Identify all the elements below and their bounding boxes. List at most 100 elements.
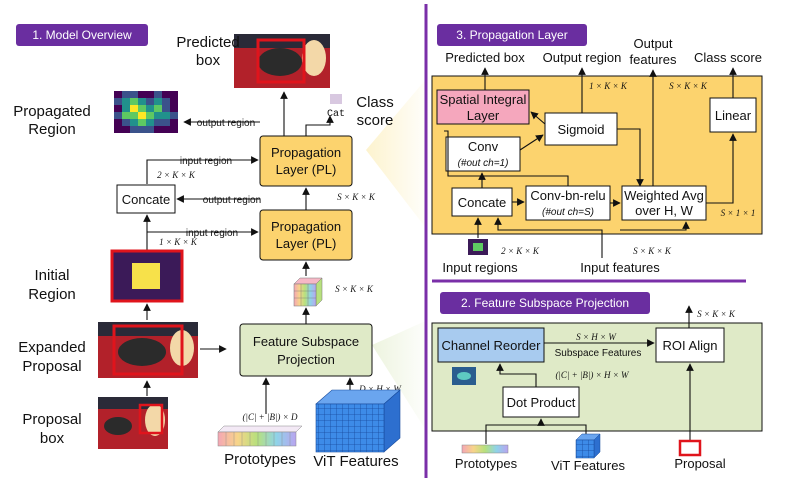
sigmoid-box bbox=[544, 112, 618, 146]
proposal-box-label-2: box bbox=[40, 430, 65, 447]
linear-label: Linear bbox=[715, 108, 752, 123]
heatmap-cell bbox=[122, 119, 130, 126]
dim-skk-overview-2: S × K × K bbox=[335, 284, 374, 294]
pl-dim-s11: S × 1 × 1 bbox=[721, 208, 756, 218]
heatmap-cell bbox=[138, 112, 146, 119]
heatmap-cell bbox=[114, 98, 122, 105]
model-overview-panel: 1. Model Overview Predicted box Cat Clas… bbox=[13, 24, 402, 470]
predicted-box-label-2: box bbox=[196, 52, 221, 69]
vit-feature-cube-small bbox=[293, 277, 323, 307]
heatmap-cell bbox=[170, 112, 178, 119]
heatmap-cell bbox=[154, 126, 162, 133]
heatmap-cell bbox=[122, 105, 130, 112]
heatmap-cell bbox=[146, 98, 154, 105]
pl-output-features-label-1: Output bbox=[633, 36, 672, 51]
dim-1kk-overview: 1 × K × K bbox=[159, 237, 198, 247]
heatmap-cell bbox=[130, 112, 138, 119]
fsp-dim-cbhw: (|C| + |B|) × H × W bbox=[555, 370, 630, 380]
propagated-region-label-1: Propagated bbox=[13, 103, 91, 120]
channel-reorder-box bbox=[437, 327, 545, 363]
spatial-integral-layer-box bbox=[436, 89, 530, 125]
spatial-integral-label-2: Layer bbox=[467, 108, 500, 123]
conv-label-1: Conv bbox=[468, 139, 499, 154]
conv-bn-relu-label-2: (#out ch=S) bbox=[542, 207, 594, 218]
heatmap-cell bbox=[114, 126, 122, 133]
dim-2kk-overview: 2 × K × K bbox=[157, 170, 196, 180]
pl-output-features-label-2: features bbox=[630, 52, 677, 67]
propagation-layer-bottom bbox=[259, 209, 353, 261]
conv-box bbox=[445, 136, 521, 172]
heatmap-cell bbox=[162, 91, 170, 98]
heatmap-cell bbox=[122, 126, 130, 133]
linear-box bbox=[709, 97, 757, 133]
weighted-avg-box bbox=[621, 185, 707, 221]
heatmap-cell bbox=[146, 91, 154, 98]
propagation-title: 3. Propagation Layer bbox=[456, 28, 567, 42]
heatmap-cell bbox=[162, 98, 170, 105]
pl-top-label-1: Propagation bbox=[271, 145, 341, 160]
prototypes-icon-small bbox=[461, 444, 509, 454]
pl-dim-2kk: 2 × K × K bbox=[501, 246, 540, 256]
pl-dim-skk-in: S × K × K bbox=[633, 246, 672, 256]
proposal-box-image bbox=[98, 397, 168, 449]
cat-label: Cat bbox=[327, 109, 345, 120]
proposal-label-fsp: Proposal bbox=[674, 456, 725, 471]
heatmap-cell bbox=[130, 91, 138, 98]
vit-features-label-overview: ViT Features bbox=[313, 453, 398, 470]
input-regions-icon bbox=[468, 239, 488, 255]
pl-top-label-2: Layer (PL) bbox=[276, 162, 337, 177]
roi-align-label: ROI Align bbox=[663, 338, 718, 353]
pl-predicted-box-label: Predicted box bbox=[445, 50, 525, 65]
heatmap-cell bbox=[114, 105, 122, 112]
input-region-label-top: input region bbox=[180, 156, 232, 167]
overview-title: 1. Model Overview bbox=[32, 28, 132, 42]
heatmap-cell bbox=[170, 98, 178, 105]
propagation-layer-panel: 3. Propagation Layer Predicted box Outpu… bbox=[431, 24, 763, 275]
input-features-label: Input features bbox=[580, 260, 660, 275]
fsp-dim-shw: S × H × W bbox=[576, 332, 617, 342]
predicted-box-label-1: Predicted bbox=[176, 34, 239, 51]
heatmap-cell bbox=[122, 112, 130, 119]
conv-label-2: (#out ch=1) bbox=[458, 158, 509, 169]
heatmap-cell bbox=[146, 119, 154, 126]
prototypes-label-overview: Prototypes bbox=[224, 451, 296, 468]
heatmap-cell bbox=[154, 105, 162, 112]
heatmap-cell bbox=[138, 105, 146, 112]
fsp-label-2: Projection bbox=[277, 352, 335, 367]
concate-box-pl bbox=[451, 187, 513, 217]
expanded-proposal-label-1: Expanded bbox=[18, 339, 86, 356]
heatmap-cell bbox=[130, 126, 138, 133]
concate-label-pl: Concate bbox=[458, 195, 506, 210]
heatmap-cell bbox=[122, 98, 130, 105]
overview-title-badge bbox=[16, 24, 148, 46]
input-regions-label: Input regions bbox=[442, 260, 518, 275]
heatmap-cell bbox=[130, 105, 138, 112]
pl-dim-1kk: 1 × K × K bbox=[589, 81, 628, 91]
zoom-cone-propagation bbox=[366, 72, 432, 236]
pl-dim-skk: S × K × K bbox=[669, 81, 708, 91]
heatmap-cell bbox=[162, 119, 170, 126]
heatmap-cell bbox=[122, 91, 130, 98]
dim-skk-overview-1: S × K × K bbox=[337, 192, 376, 202]
weighted-avg-label-1: Weighted Avg bbox=[624, 188, 704, 203]
vit-cube-small bbox=[575, 433, 601, 459]
propagated-region-heatmap bbox=[114, 91, 178, 133]
input-region-label-bottom: input region bbox=[186, 228, 238, 239]
predicted-box-image bbox=[234, 34, 330, 88]
heatmap-cell bbox=[114, 91, 122, 98]
propagation-layer-top bbox=[259, 135, 353, 187]
proposal-icon bbox=[678, 439, 702, 457]
sigmoid-label: Sigmoid bbox=[558, 122, 605, 137]
heatmap-cell bbox=[154, 98, 162, 105]
concate-label-overview: Concate bbox=[122, 192, 170, 207]
output-region-label-top: output region bbox=[197, 118, 255, 129]
subspace-thumbnail bbox=[452, 367, 476, 385]
pl-output-region-label: Output region bbox=[543, 50, 622, 65]
heatmap-cell bbox=[170, 126, 178, 133]
concate-box-overview bbox=[116, 184, 176, 214]
heatmap-cell bbox=[154, 112, 162, 119]
subspace-title-badge bbox=[440, 292, 650, 314]
dot-product-label: Dot Product bbox=[507, 395, 576, 410]
subspace-title: 2. Feature Subspace Projection bbox=[461, 296, 629, 310]
